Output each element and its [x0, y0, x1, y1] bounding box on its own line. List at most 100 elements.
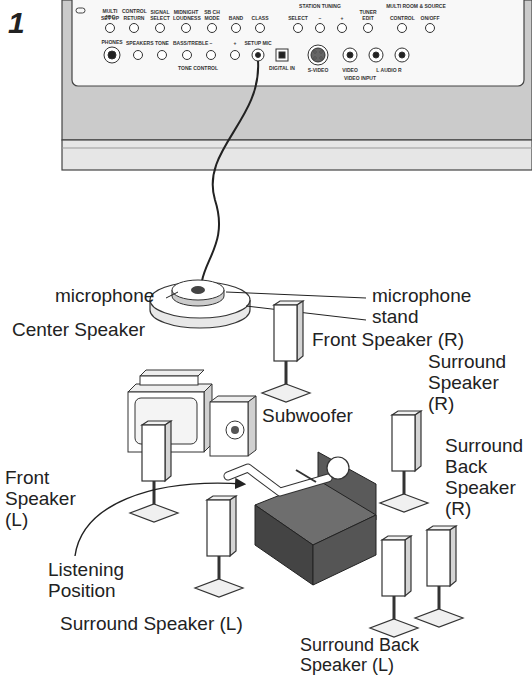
person	[228, 468, 328, 492]
panel-button	[294, 24, 303, 33]
panel-label: SB CH MODE	[201, 10, 223, 22]
center-speaker	[140, 370, 204, 385]
panel-button	[134, 51, 143, 60]
part-label: microphone stand	[372, 286, 487, 328]
panel-button	[232, 24, 241, 33]
panel-label: CONTROL	[390, 16, 414, 22]
panel-label: SET UP	[98, 16, 122, 22]
panel-label: VIDEO	[338, 68, 362, 74]
person	[228, 457, 349, 492]
panel-button	[106, 24, 435, 60]
panel-label: DIGITAL IN	[267, 66, 297, 72]
subwoofer	[210, 396, 256, 456]
part-label: Front Speaker (R)	[312, 330, 502, 351]
part-label: Subwoofer	[262, 406, 372, 427]
microphone-illustration	[150, 280, 250, 328]
panel-button	[338, 24, 347, 33]
speaker	[195, 496, 243, 597]
panel-button	[183, 51, 192, 60]
leader-line	[246, 306, 366, 320]
panel-jack	[320, 57, 322, 59]
panel-jack	[308, 45, 328, 65]
panel-label: +	[230, 41, 240, 47]
panel-button	[208, 24, 217, 33]
center-speaker	[140, 370, 204, 376]
speaker	[370, 536, 418, 637]
receiver-panel	[76, 8, 85, 13]
pointer-arrow	[75, 483, 244, 556]
person	[296, 470, 316, 482]
panel-jack	[395, 48, 409, 62]
part-label: Surround Speaker (R)	[428, 352, 528, 415]
panel-button	[106, 24, 115, 33]
panel-button	[182, 24, 191, 33]
receiver-panel	[62, 0, 532, 170]
microphone-illustration	[172, 280, 224, 300]
panel-button	[364, 24, 373, 33]
panel-jack	[256, 53, 261, 58]
panel-label: SPEAKERS	[126, 41, 150, 47]
panel-label: TONE	[150, 41, 174, 47]
panel-label: CLASS	[248, 16, 272, 22]
panel-label: –	[315, 16, 325, 22]
panel-jack	[373, 52, 379, 58]
panel-button	[207, 51, 216, 60]
panel-label: STATION TUNING	[288, 4, 352, 10]
sofa	[255, 505, 313, 585]
subwoofer	[226, 421, 244, 439]
panel-label: MIDNIGHT LOUDNESS	[173, 10, 199, 22]
microphone-cable	[202, 61, 258, 281]
subwoofer	[210, 402, 248, 456]
panel-button	[256, 24, 265, 33]
microphone-illustration	[191, 286, 205, 294]
panel-button	[316, 24, 325, 33]
step-number: 1	[8, 6, 38, 39]
part-label: Center Speaker	[12, 320, 162, 341]
panel-button	[158, 51, 167, 60]
panel-label: SIGNAL SELECT	[149, 10, 171, 22]
pointer-arrow	[75, 483, 244, 556]
panel-label: BASS/TREBLE	[173, 41, 201, 47]
panel-label: RETURN	[122, 16, 146, 22]
panel-jack	[347, 52, 353, 58]
panel-jack	[320, 51, 322, 53]
speaker	[370, 526, 463, 637]
sofa	[313, 515, 376, 585]
panel-jack	[108, 51, 116, 59]
panel-label: L AUDIO R	[369, 68, 409, 74]
leader-line	[166, 292, 178, 298]
part-label: Surround Speaker (L)	[60, 614, 260, 635]
panel-label: +	[337, 16, 347, 22]
panel-label: SELECT	[286, 16, 310, 22]
part-label: Surround Back Speaker (L)	[300, 636, 450, 676]
speaker	[130, 421, 178, 522]
panel-jack	[276, 49, 288, 61]
receiver-panel	[72, 0, 524, 86]
panel-button	[398, 24, 407, 33]
person	[228, 468, 328, 492]
receiver-panel	[62, 148, 532, 149]
panel-button	[426, 24, 435, 33]
panel-label: –	[206, 41, 216, 47]
part-label: Surround Back Speaker (R)	[445, 436, 529, 520]
subwoofer	[231, 426, 239, 434]
panel-jack	[104, 45, 409, 65]
panel-jack	[311, 48, 325, 62]
part-label: microphone	[55, 286, 167, 307]
panel-jack	[104, 47, 120, 63]
speaker	[415, 526, 463, 627]
speaker	[262, 301, 310, 402]
panel-jack	[343, 48, 357, 62]
person	[327, 457, 349, 479]
panel-jack	[314, 57, 316, 59]
part-label: Front Speaker (L)	[5, 468, 91, 531]
panel-label: S-VIDEO	[303, 68, 333, 74]
panel-label: VIDEO INPUT	[320, 76, 400, 82]
panel-button	[231, 51, 240, 60]
microphone-cable	[202, 61, 258, 281]
subwoofer	[248, 396, 256, 456]
receiver-panel	[62, 140, 532, 170]
part-label: Listening Position	[48, 560, 144, 602]
panel-label: TUNER EDIT	[357, 10, 379, 22]
